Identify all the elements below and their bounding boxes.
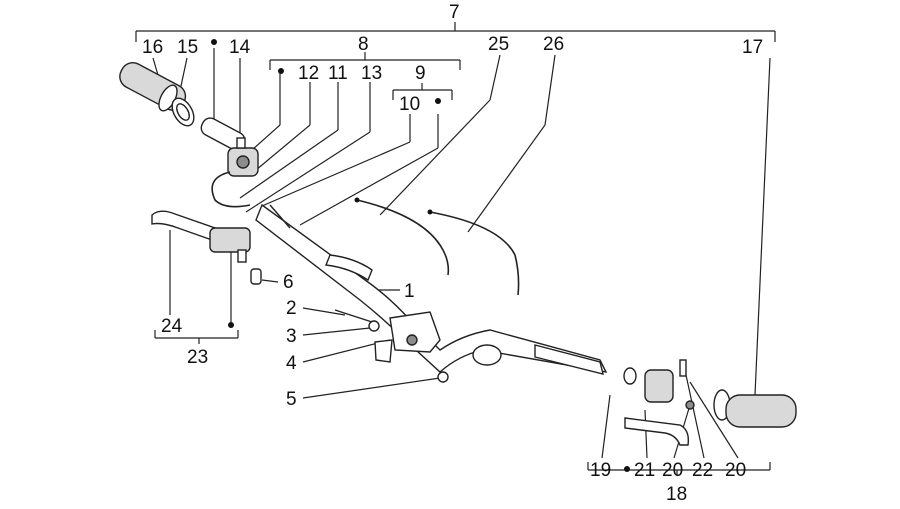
label-22: 22 (692, 460, 713, 481)
marker-dot-10 (435, 98, 441, 104)
label-16: 16 (142, 37, 163, 58)
label-14: 14 (229, 37, 251, 58)
label-3: 3 (286, 326, 297, 347)
label-9: 9 (415, 63, 426, 84)
label-20-left: 20 (662, 460, 683, 481)
label-25: 25 (488, 34, 509, 55)
label-5: 5 (286, 389, 297, 410)
label-2: 2 (286, 298, 297, 319)
cable-end-26 (427, 209, 433, 215)
brake-cable-25 (356, 199, 450, 276)
ring-part (171, 97, 195, 127)
brake-cable-26 (429, 211, 520, 296)
bolt-part (269, 204, 449, 383)
leader-lines (152, 48, 771, 459)
group-23-bracket (154, 330, 239, 344)
label-4: 4 (286, 353, 297, 374)
label-13: 13 (361, 63, 382, 84)
label-6: 6 (283, 272, 294, 293)
label-26: 26 (543, 34, 564, 55)
throttle-housing-part (227, 137, 259, 177)
label-11: 11 (328, 63, 348, 84)
marker-dot-15 (211, 39, 217, 45)
label-15: 15 (177, 37, 198, 58)
group-8-bracket (269, 52, 461, 70)
label-18: 18 (666, 484, 687, 505)
label-21: 21 (634, 460, 655, 481)
label-19: 19 (590, 460, 611, 481)
left-brake-lever-part (151, 210, 251, 263)
group-18-bracket (587, 462, 771, 476)
marker-dot-12 (278, 68, 284, 74)
marker-dot-21 (624, 466, 630, 472)
center-clamp-part (374, 311, 441, 363)
label-1: 1 (404, 281, 415, 302)
right-switch-housing-part (623, 359, 695, 410)
marker-dot-23 (228, 322, 234, 328)
label-12: 12 (298, 63, 319, 84)
cable-end-25 (354, 197, 360, 203)
label-20-right: 20 (725, 460, 746, 481)
label-24: 24 (161, 316, 183, 337)
group-9-bracket (392, 83, 453, 100)
label-10: 10 (399, 94, 420, 115)
right-grip-part (713, 389, 797, 428)
part-number-labels: 7 16 15 14 8 25 26 17 12 11 13 9 10 6 1 … (142, 2, 763, 505)
throttle-cable-loop (211, 171, 251, 208)
spacer-part (250, 268, 262, 285)
label-8: 8 (358, 34, 369, 55)
label-23: 23 (187, 347, 208, 368)
right-brake-lever-part (624, 417, 690, 446)
label-17: 17 (742, 37, 763, 58)
handlebar-part (255, 203, 608, 375)
label-7: 7 (449, 2, 460, 23)
group-7-bracket (135, 22, 776, 42)
